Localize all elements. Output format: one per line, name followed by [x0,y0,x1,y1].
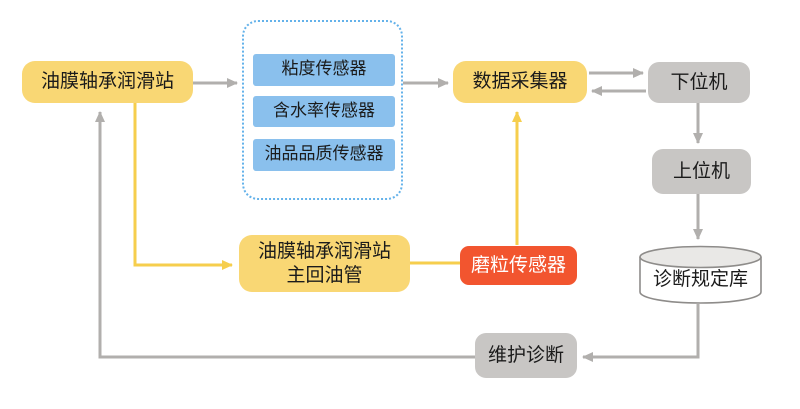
node-data-collector: 数据采集器 [453,61,587,103]
node-wear-particle-sensor: 磨粒传感器 [460,246,577,285]
database-cylinder-shape [639,245,762,304]
return-pipe-label-line1: 油膜轴承润滑站 [257,239,391,262]
node-oil-quality-sensor: 油品品质传感器 [253,139,395,171]
node-lubrication-station: 油膜轴承润滑站 [22,61,193,103]
edge-station-to-return-pipe [133,103,233,270]
rule-db-label: 诊断规定库 [652,268,748,290]
node-water-content-sensor: 含水率传感器 [253,96,395,127]
node-viscosity-sensor: 粘度传感器 [253,54,395,86]
node-diagnosis-rule-db: 诊断规定库 [638,245,763,307]
node-upper-computer: 上位机 [652,149,751,194]
node-maintenance-diagnosis: 维护诊断 [475,333,577,378]
node-main-return-pipe: 油膜轴承润滑站 主回油管 [239,235,410,292]
node-lower-computer: 下位机 [648,62,750,103]
edge-rule-db-to-maintenance [582,304,700,362]
return-pipe-label-line2: 主回油管 [286,263,363,286]
